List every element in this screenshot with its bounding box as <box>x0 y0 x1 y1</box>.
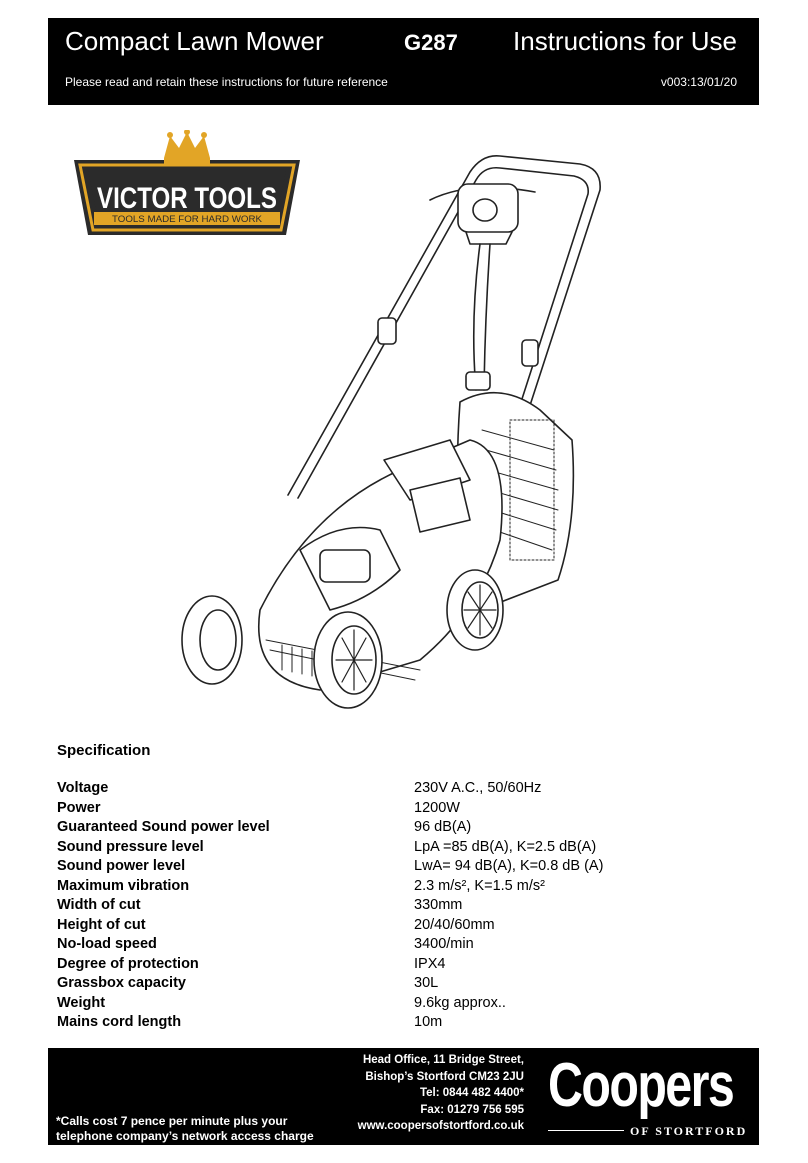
specification-heading: Specification <box>57 742 151 759</box>
logo-tagline-text: TOOLS MADE FOR HARD WORK <box>112 214 262 224</box>
website-link[interactable]: www.coopersofstortford.co.uk <box>357 1120 524 1132</box>
spec-value: LwA= 94 dB(A), K=0.8 dB (A) <box>414 858 604 874</box>
model-number: G287 <box>404 30 458 55</box>
spec-value: 330mm <box>414 897 463 913</box>
fax-number: Fax: 01279 756 595 <box>420 1103 524 1116</box>
spec-value: 20/40/60mm <box>414 916 495 933</box>
spec-value: LpA =85 dB(A), K=2.5 dB(A) <box>414 838 597 855</box>
spec-value: 1200W <box>414 799 460 816</box>
spec-label: Power <box>57 799 101 816</box>
address-line: Bishop’s Stortford CM23 2JU <box>365 1070 524 1083</box>
spec-label: Sound pressure level <box>57 838 204 855</box>
spec-label: Height of cut <box>57 916 146 933</box>
spec-value: 2.3 m/s², K=1.5 m/s² <box>414 877 545 894</box>
spec-value: IPX4 <box>414 955 446 972</box>
spec-label: Voltage <box>57 780 109 796</box>
document-version: v003:13/01/20 <box>660 75 737 89</box>
spec-label: Maximum vibration <box>57 877 190 894</box>
spec-row: Voltage 230V A.C., 50/60Hz <box>57 780 657 800</box>
spec-label: Degree of protection <box>57 955 199 972</box>
logo-brand-text: VICTOR TOOLS <box>97 182 277 215</box>
spec-value: 10m <box>414 1014 443 1030</box>
logo-badge-inner <box>88 170 286 225</box>
spec-value: 9.6kg approx.. <box>414 994 506 1011</box>
spec-row: No-load speed 3400/min <box>57 936 657 956</box>
company-address: Head Office, 11 Bridge Street, Bishop’s … <box>358 1052 524 1135</box>
spec-label: Grassbox capacity <box>57 975 186 991</box>
header-bar: Compact Lawn Mower G287 Instructions for… <box>48 18 759 105</box>
spec-label: Guaranteed Sound power level <box>57 819 270 835</box>
spec-value: 30L <box>414 975 439 991</box>
front-wheels <box>181 595 383 709</box>
coopers-logo-tagline: OF STORTFORD <box>630 1124 748 1138</box>
spec-row: Width of cut 330mm <box>57 897 657 917</box>
spec-label: No-load speed <box>57 936 157 952</box>
spec-row: Maximum vibration 2.3 m/s², K=1.5 m/s² <box>57 878 657 898</box>
spec-value: 96 dB(A) <box>414 819 472 835</box>
mower-body <box>258 439 503 691</box>
phone-number: Tel: 0844 482 4400* <box>419 1087 524 1099</box>
switch-box <box>457 183 519 245</box>
spec-value: 3400/min <box>414 936 474 952</box>
spec-row: Guaranteed Sound power level 96 dB(A) <box>57 819 657 839</box>
rear-wheel <box>446 569 504 651</box>
address-line: Head Office, 11 Bridge Street, <box>362 1054 524 1066</box>
handle-knobs <box>377 317 539 367</box>
spec-row: Sound pressure level LpA =85 dB(A), K=2.5… <box>57 839 657 859</box>
coopers-logo-wordmark: Coopers <box>548 1051 735 1120</box>
spec-row: Height of cut 20/40/60mm <box>57 917 657 937</box>
footer-bar: Head Office, 11 Bridge Street, Bishop’s … <box>48 1048 759 1145</box>
document-subtitle: Please read and retain these instruction… <box>65 75 388 89</box>
spec-row: Weight 9.6kg approx.. <box>57 995 657 1015</box>
document-title: Compact Lawn Mower <box>65 26 324 56</box>
specification-table: Voltage 230V A.C., 50/60Hz Power 1200W Gua… <box>57 780 657 1034</box>
note-line: *Calls cost 7 pence per minute plus your <box>56 1114 288 1128</box>
spec-row: Sound power level LwA= 94 dB(A), K=0.8 dB… <box>57 858 657 878</box>
spec-label: Weight <box>57 994 106 1011</box>
document-type: Instructions for Use <box>513 26 737 56</box>
power-cable <box>465 243 491 391</box>
spec-label: Sound power level <box>57 858 186 874</box>
call-charge-note: *Calls cost 7 pence per minute plus your… <box>56 1114 314 1144</box>
spec-row: Power 1200W <box>57 800 657 820</box>
crown-icon <box>164 130 210 164</box>
note-line: telephone company’s network access charg… <box>56 1129 314 1143</box>
lawn-mower-illustration <box>181 155 601 709</box>
coopers-logo-rule <box>548 1130 624 1131</box>
victor-tools-logo: VICTOR TOOLS TOOLS MADE FOR HARD WORK <box>74 130 300 235</box>
spec-value: 230V A.C., 50/60Hz <box>414 780 542 796</box>
spec-row: Grassbox capacity 30L <box>57 975 657 995</box>
spec-label: Mains cord length <box>57 1014 182 1030</box>
logo-badge-gold <box>78 163 296 232</box>
spec-row: Degree of protection IPX4 <box>57 956 657 976</box>
spec-row: Mains cord length 10m <box>57 1014 657 1034</box>
spec-label: Width of cut <box>57 897 141 913</box>
